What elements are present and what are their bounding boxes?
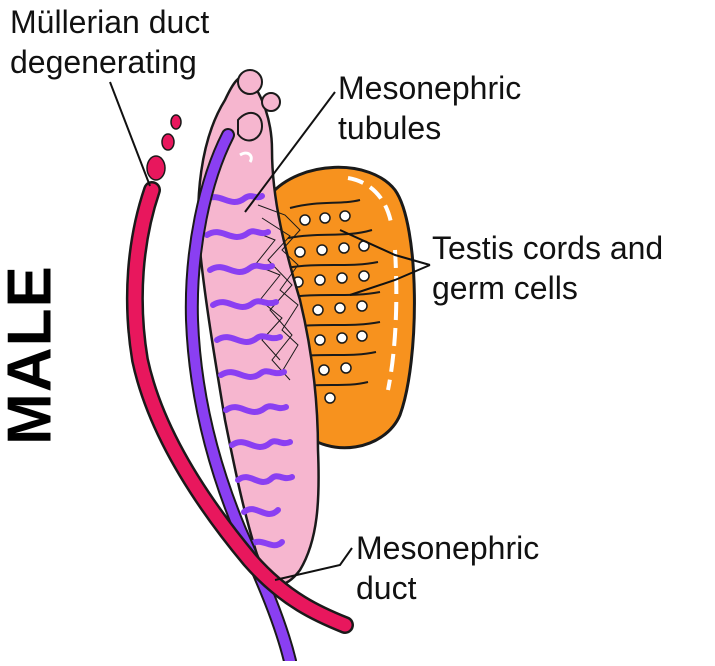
- germ-cell: [359, 271, 369, 281]
- germ-cell: [325, 393, 335, 403]
- germ-cell: [357, 301, 367, 311]
- mesonephric-tubules-label: Mesonephric tubules: [338, 68, 521, 148]
- mullerian-duct-label: Müllerian duct degenerating: [10, 2, 209, 82]
- germ-cell: [320, 213, 330, 223]
- mesonephric-tubule: [250, 542, 282, 546]
- mullerian-fragment: [147, 156, 165, 180]
- germ-cell: [340, 211, 350, 221]
- germ-cell: [313, 305, 323, 315]
- mullerian-leader-line: [110, 82, 150, 186]
- germ-cell: [295, 247, 305, 257]
- germ-cell: [335, 303, 345, 313]
- mullerian-fragment: [162, 134, 174, 150]
- degenerating-tubule: [262, 93, 280, 111]
- degenerating-tubule: [238, 113, 262, 141]
- germ-cell: [337, 273, 347, 283]
- germ-cell: [341, 363, 351, 373]
- mullerian-duct-fragments: [147, 115, 181, 180]
- germ-cell: [300, 215, 310, 225]
- mullerian-fragment: [171, 115, 181, 129]
- germ-cell: [357, 331, 367, 341]
- germ-cell: [339, 243, 349, 253]
- side-label: MALE: [0, 265, 66, 445]
- germ-cell: [337, 333, 347, 343]
- mesonephric-duct-label: Mesonephric duct: [356, 528, 539, 608]
- germ-cell: [315, 335, 325, 345]
- degenerating-tubule: [238, 70, 262, 94]
- testis-cords-label: Testis cords and germ cells: [432, 228, 663, 308]
- germ-cell: [319, 365, 329, 375]
- germ-cell: [317, 245, 327, 255]
- germ-cell: [315, 275, 325, 285]
